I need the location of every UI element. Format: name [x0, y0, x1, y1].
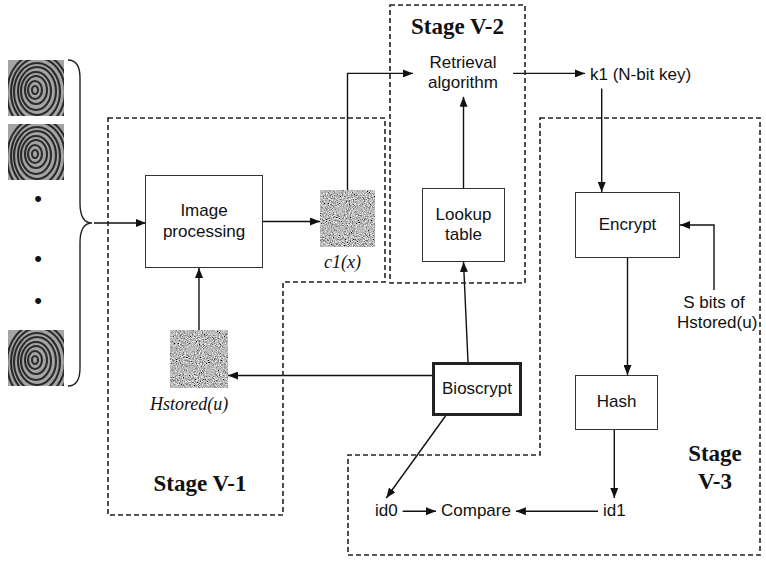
process-box: Encrypt — [575, 192, 680, 258]
arrow-connector — [464, 262, 469, 362]
arrow-connector — [601, 88, 602, 192]
node-text: id0 — [375, 501, 398, 521]
arrow-connector — [627, 258, 628, 375]
process-box: Hash — [575, 375, 658, 430]
stage-region: Stage V-1 Image processing c1(x) Hstored(u) — [108, 118, 385, 515]
arrow-connector — [403, 511, 436, 512]
image-caption: Hstored(u) — [150, 394, 228, 416]
database-box: Bioscrypt — [432, 362, 522, 416]
curly-brace — [68, 60, 92, 386]
compare-text: Compare — [436, 498, 516, 524]
input-text: S bits of Hstored(u) — [672, 290, 756, 337]
key-text: k1 (N-bit key) — [585, 62, 696, 88]
ellipsis-dot: • — [26, 188, 50, 210]
arrow-connector — [228, 375, 432, 376]
arrow-connector — [614, 430, 615, 498]
arrow-connector — [463, 97, 464, 188]
node-text: Lookup table — [427, 205, 500, 246]
dashed-border — [348, 118, 760, 555]
stage-region: Stage V-3 Encrypt S bits of Hstored(u) Hash… — [348, 118, 760, 555]
stage-label: Stage V-2 — [390, 13, 525, 41]
noise-fill — [170, 330, 228, 388]
arrow-connector — [263, 221, 320, 222]
arrow-connector — [198, 268, 199, 330]
fingerprint-image — [7, 118, 69, 196]
node-text: S bits of Hstored(u) — [677, 293, 751, 334]
fingerprint-image — [7, 324, 69, 402]
arrow-connector — [513, 73, 585, 74]
node-text: id1 — [603, 501, 626, 521]
ellipsis-dot: • — [26, 290, 50, 312]
arrow-connector — [680, 225, 714, 290]
node-text: Retrieval algorithm — [418, 53, 508, 94]
node-text: Bioscrypt — [442, 379, 512, 399]
arrow-connector — [516, 511, 598, 512]
arrow-connector — [348, 73, 414, 190]
dashed-border — [390, 5, 525, 283]
noise-picture — [320, 190, 375, 247]
process-box: Image processing — [145, 175, 263, 268]
stage-region: Stage V-2Retrieval algorithmLookup table — [390, 5, 525, 283]
algorithm-text: Retrieval algorithm — [413, 50, 513, 97]
arrow-connector — [386, 416, 445, 498]
input-arrow — [94, 222, 146, 223]
stage-label: Stage V-3 — [675, 440, 755, 495]
node-text: Hash — [597, 392, 637, 412]
noise-picture — [170, 330, 228, 388]
node-text: Image processing — [150, 201, 258, 242]
node-text: k1 (N-bit key) — [590, 65, 691, 85]
stage-label: Stage V-1 — [125, 470, 275, 498]
node-text: Encrypt — [599, 215, 657, 235]
node-text: Compare — [441, 501, 511, 521]
ellipsis-dot: • — [26, 248, 50, 270]
fingerprint-image — [7, 54, 69, 132]
id-text: id1 — [598, 498, 631, 524]
dashed-border — [108, 118, 385, 515]
noise-image: c1(x) — [320, 190, 375, 247]
id-text: id0 — [370, 498, 403, 524]
noise-image: Hstored(u) — [170, 330, 228, 388]
image-caption: c1(x) — [324, 252, 361, 274]
process-box: Lookup table — [422, 188, 505, 262]
noise-fill — [320, 190, 375, 247]
